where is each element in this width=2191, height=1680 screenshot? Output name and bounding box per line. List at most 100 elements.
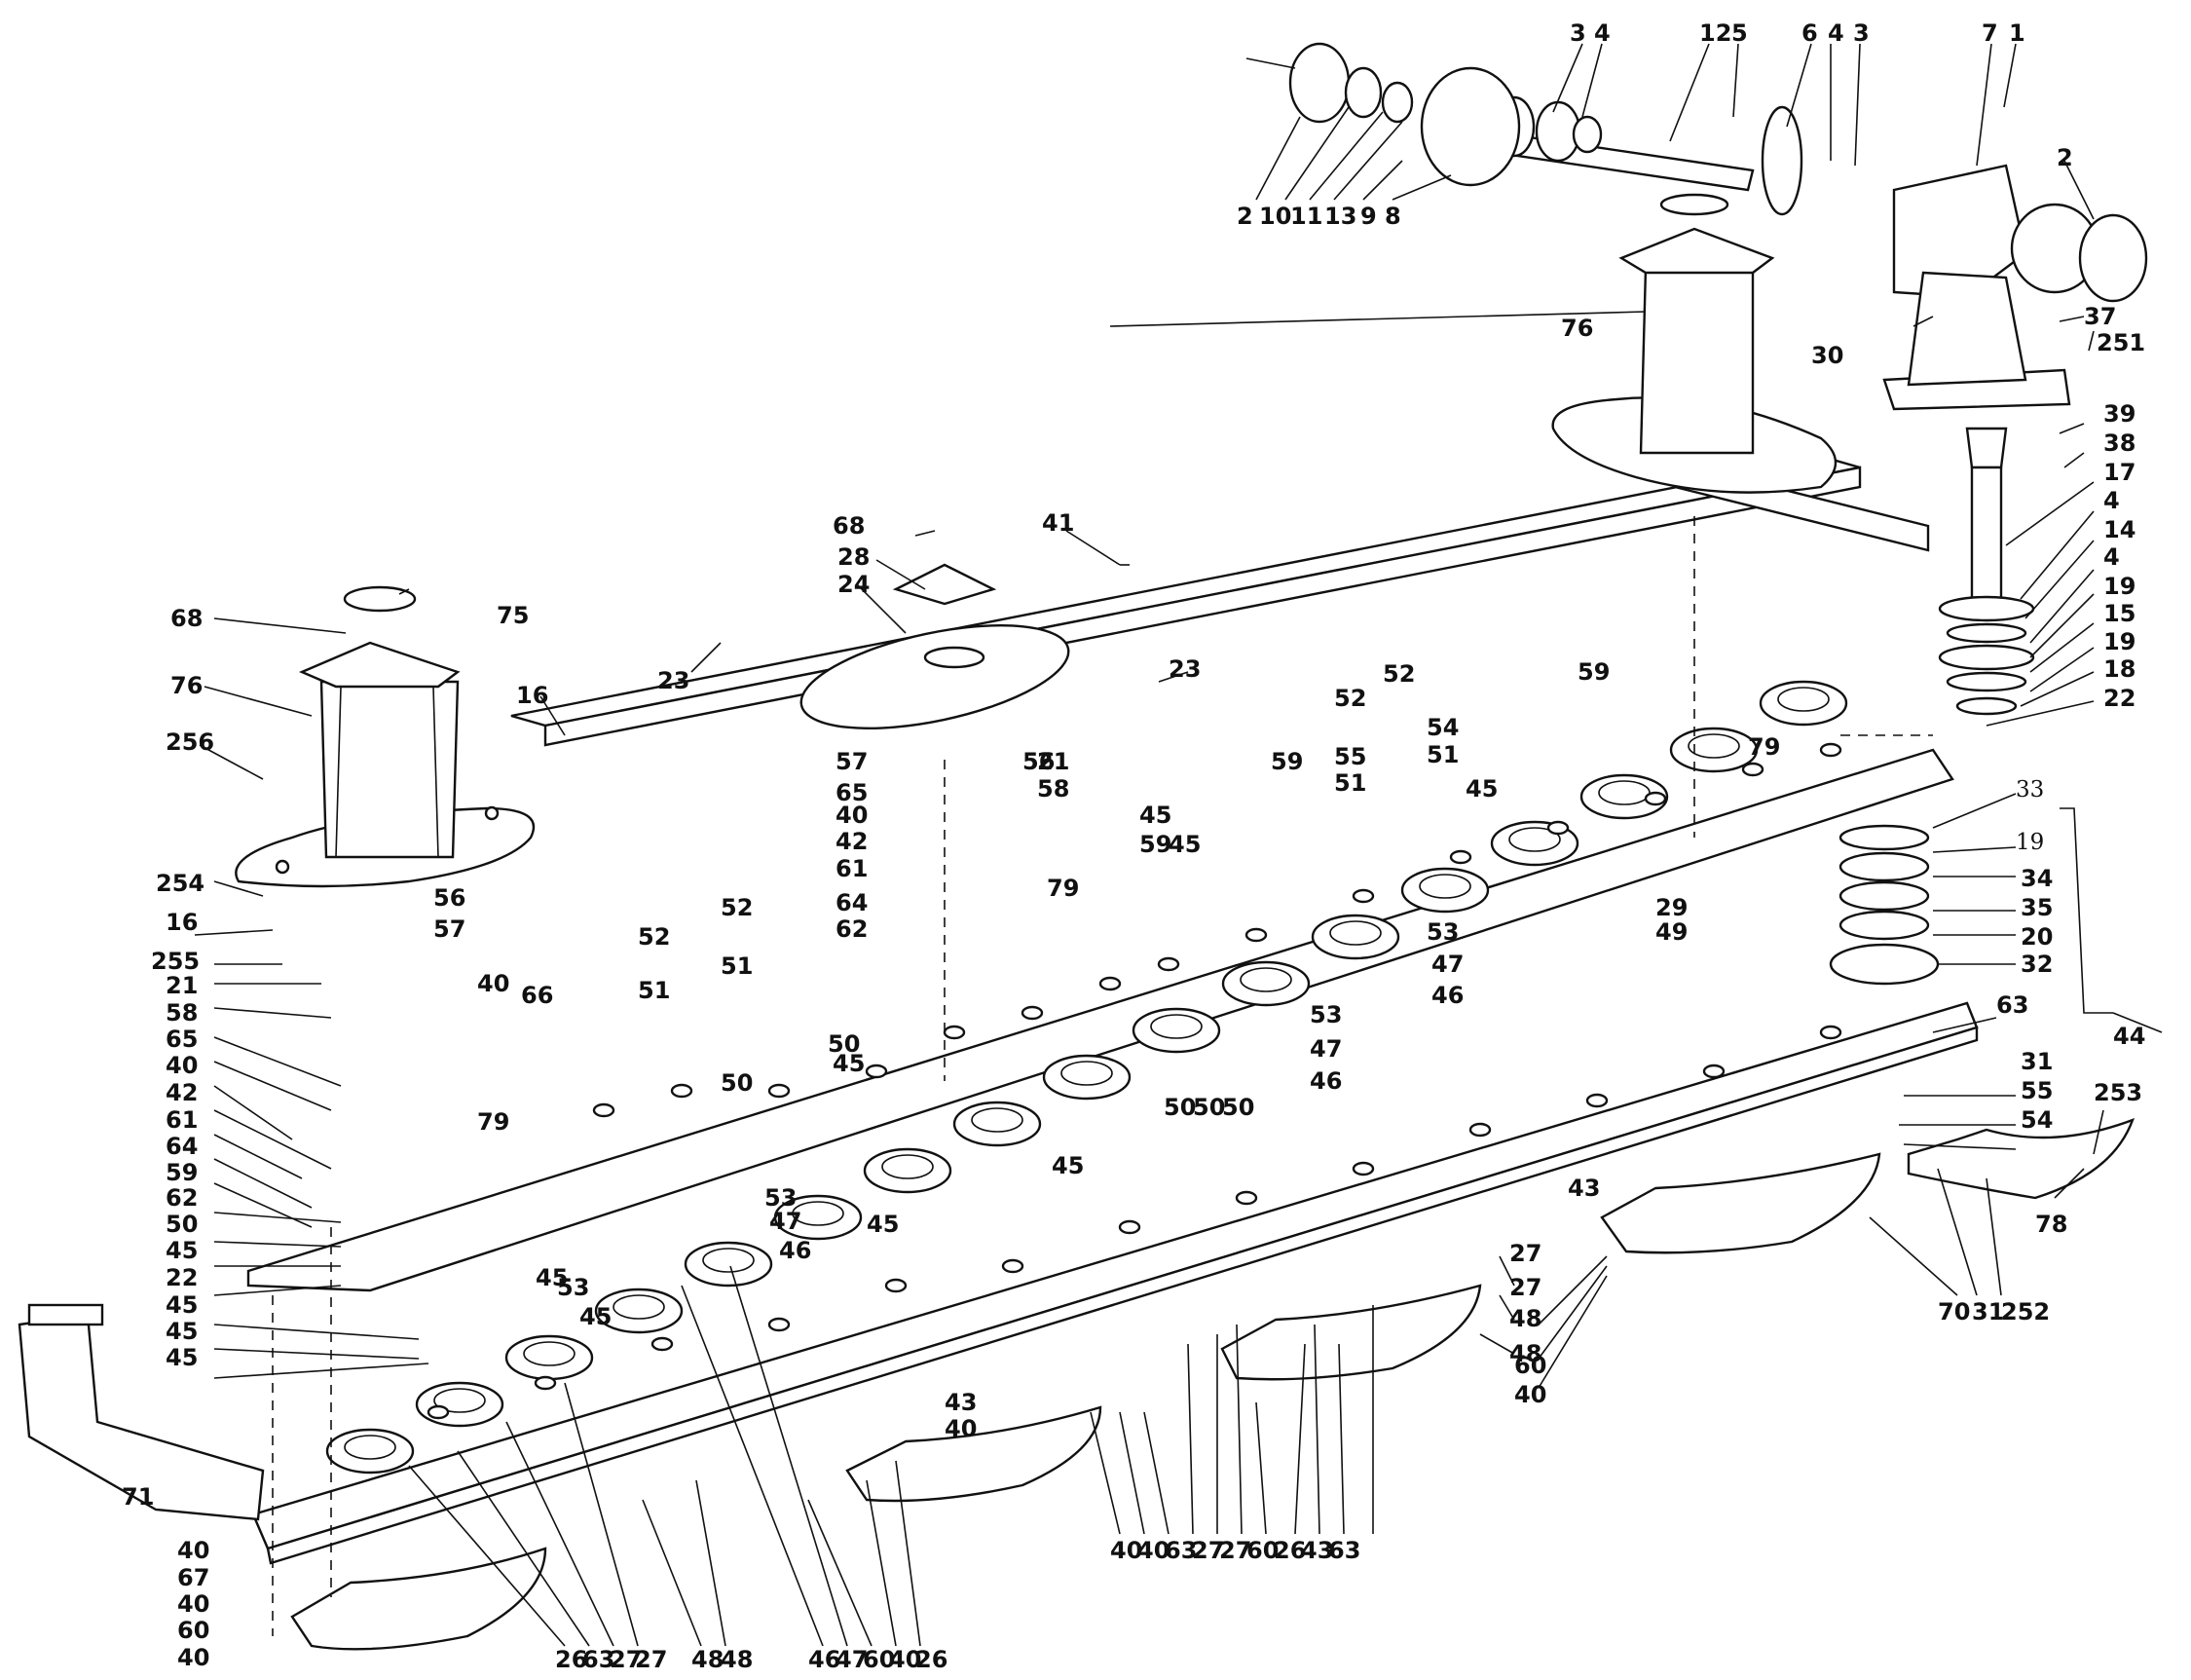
leader-lines — [194, 43, 2163, 1647]
washer — [1118, 1219, 1141, 1235]
callout-34: 34 — [2021, 865, 2053, 892]
input-shaft — [1483, 95, 1803, 216]
callout-2: 2 — [1237, 203, 1253, 230]
callout-23: 23 — [657, 667, 689, 694]
callout-27: 27 — [1192, 1537, 1224, 1564]
callout-40: 40 — [1137, 1537, 1170, 1564]
callout-31: 31 — [1972, 1298, 2004, 1325]
bearing-housing-parts — [1288, 42, 1603, 187]
callout-62: 62 — [166, 1184, 198, 1212]
callout-12: 12 — [1699, 19, 1731, 47]
gear — [594, 1288, 684, 1334]
callout-45: 45 — [1466, 775, 1498, 803]
callout-51: 51 — [1334, 769, 1366, 797]
callout-26: 26 — [555, 1646, 587, 1673]
callout-3: 3 — [1570, 19, 1586, 47]
left-frame-bracket — [18, 1303, 265, 1521]
callout-48: 48 — [1509, 1340, 1541, 1367]
callout-40: 40 — [945, 1415, 977, 1442]
callout-21: 21 — [1037, 748, 1069, 775]
callout-50: 50 — [1222, 1094, 1254, 1121]
washer — [1352, 888, 1375, 904]
callout-64: 64 — [836, 889, 868, 916]
callout-11: 11 — [1290, 203, 1322, 230]
callout-40: 40 — [177, 1590, 209, 1618]
callout-58: 58 — [1037, 775, 1069, 803]
callout-40: 40 — [1110, 1537, 1142, 1564]
callout-45: 45 — [1169, 831, 1201, 858]
center-disk — [799, 563, 1070, 729]
callout-42: 42 — [836, 828, 868, 855]
callout-43: 43 — [945, 1389, 977, 1416]
callout-35: 35 — [2021, 894, 2053, 921]
callout-41: 41 — [1042, 509, 1074, 537]
washer — [1546, 820, 1570, 836]
gear — [1759, 680, 1848, 727]
gear — [1400, 867, 1490, 914]
gear — [773, 1194, 863, 1241]
callout-4: 4 — [2103, 543, 2120, 571]
callout-10: 10 — [1259, 203, 1291, 230]
callout-43: 43 — [1568, 1175, 1600, 1202]
callout-66: 66 — [521, 982, 553, 1009]
washer — [1449, 849, 1472, 865]
callout-63: 63 — [1328, 1537, 1360, 1564]
callout-46: 46 — [1310, 1067, 1342, 1095]
callout-46: 46 — [808, 1646, 840, 1673]
callout-51: 51 — [721, 952, 753, 980]
callout-47: 47 — [769, 1208, 801, 1235]
washer — [534, 1375, 557, 1391]
callout-19: 19 — [2103, 628, 2135, 655]
callout-26: 26 — [915, 1646, 947, 1673]
callout-21: 21 — [166, 972, 198, 999]
washer — [1244, 927, 1268, 943]
washer — [1021, 1005, 1044, 1021]
callout-40: 40 — [177, 1537, 209, 1564]
callout-56: 56 — [1022, 748, 1055, 775]
washer — [1235, 1190, 1258, 1206]
callout-16: 16 — [166, 909, 198, 936]
right-gear-stack — [1829, 824, 1940, 986]
callout-31: 31 — [2021, 1048, 2053, 1075]
fasteners — [427, 742, 1842, 1420]
callout-45: 45 — [1052, 1152, 1084, 1179]
callout-50: 50 — [1164, 1094, 1196, 1121]
washer — [767, 1317, 791, 1332]
gear — [684, 1241, 773, 1288]
callout-43: 43 — [1301, 1537, 1333, 1564]
callout-60: 60 — [1514, 1352, 1546, 1379]
callout-253: 253 — [2094, 1079, 2142, 1106]
callout-45: 45 — [166, 1318, 198, 1345]
callout-9: 9 — [1360, 203, 1377, 230]
callout-16: 16 — [516, 682, 548, 709]
callout-15: 15 — [2103, 600, 2135, 627]
callout-255: 255 — [151, 948, 200, 975]
callout-65: 65 — [166, 1026, 198, 1053]
washer — [1819, 742, 1842, 758]
washer — [670, 1083, 693, 1099]
callout-63: 63 — [1165, 1537, 1197, 1564]
callout-45: 45 — [1139, 802, 1171, 829]
callout-68: 68 — [170, 605, 203, 632]
callout-55: 55 — [1334, 743, 1366, 770]
washer — [1001, 1258, 1024, 1274]
callout-53: 53 — [557, 1274, 589, 1301]
callout-29: 29 — [1655, 894, 1688, 921]
callout-2: 2 — [2057, 144, 2073, 171]
callout-27: 27 — [635, 1646, 667, 1673]
callout-57: 57 — [433, 915, 465, 943]
washer — [1098, 976, 1122, 991]
callout-45: 45 — [833, 1050, 865, 1077]
callout-37: 37 — [2084, 303, 2116, 330]
callout-28: 28 — [837, 543, 870, 571]
callout-27: 27 — [1509, 1240, 1541, 1267]
gear — [504, 1334, 594, 1381]
callout-65: 65 — [836, 779, 868, 806]
callout-14: 14 — [2103, 516, 2135, 543]
callout-54: 54 — [2021, 1106, 2053, 1134]
gear — [1311, 914, 1400, 960]
callout-33: 33 — [2016, 777, 2044, 803]
callout-62: 62 — [836, 915, 868, 943]
callout-23: 23 — [1169, 655, 1201, 683]
